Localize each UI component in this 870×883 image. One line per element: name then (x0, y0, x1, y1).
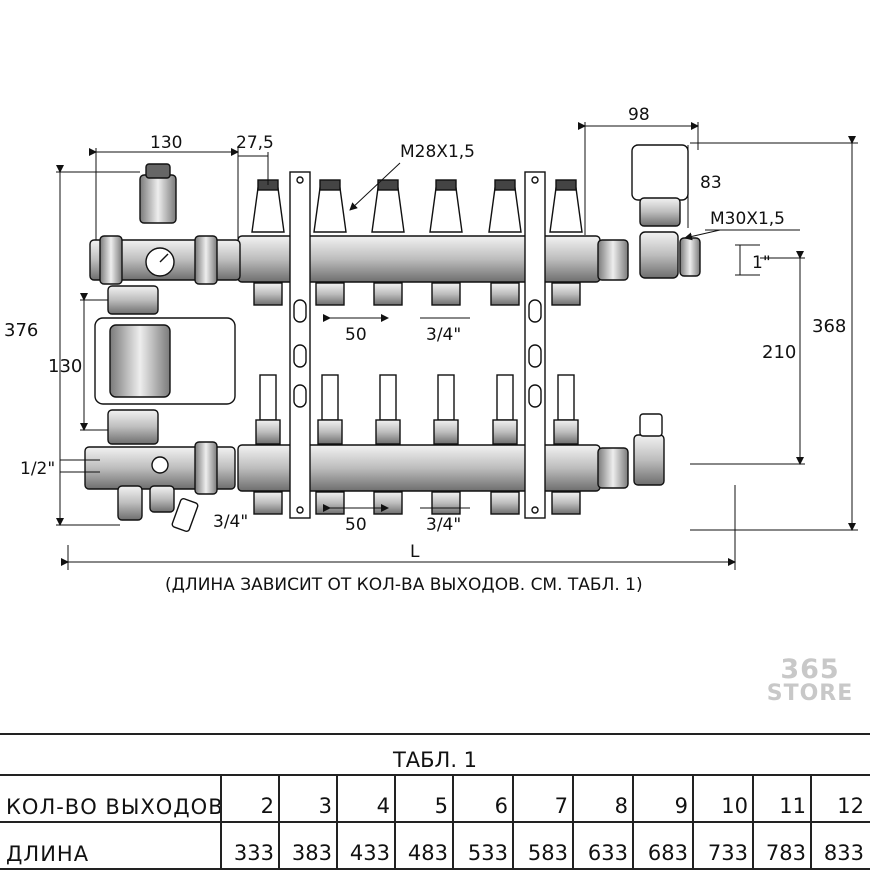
table-cell: 583 (512, 823, 572, 868)
table-title: ТАБЛ. 1 (0, 733, 870, 776)
table-cell: 6 (452, 776, 512, 821)
table-cell: 5 (394, 776, 452, 821)
table-cell: 4 (336, 776, 394, 821)
table-cell: 2 (220, 776, 278, 821)
watermark-word: STORE (766, 681, 854, 706)
dim-m28: M28X1,5 (400, 142, 475, 162)
dim-l: L (410, 542, 420, 562)
dim-376: 376 (4, 320, 38, 341)
table-cell: 783 (752, 823, 810, 868)
dim-50-bottom: 50 (345, 515, 367, 535)
right-bracket (524, 171, 546, 519)
table-cell: 833 (810, 823, 868, 868)
table-cell: 333 (220, 823, 278, 868)
upper-valves (251, 179, 583, 306)
table-cell: 383 (278, 823, 336, 868)
dim-1-2-inch: 1/2" (20, 459, 55, 479)
dim-83: 83 (700, 173, 722, 193)
table-cell: 433 (336, 823, 394, 868)
length-table: ТАБЛ. 1 КОЛ-ВО ВЫХОДОВ 2 3 4 5 6 7 8 9 1… (0, 733, 870, 870)
dim-3-4-top: 3/4" (426, 325, 461, 345)
dim-130-left: 130 (48, 356, 82, 377)
length-label: ДЛИНА (6, 842, 90, 866)
table-cell: 7 (512, 776, 572, 821)
table-cell: 11 (752, 776, 810, 821)
manifold-assembly (84, 144, 701, 533)
drawing-caption: (ДЛИНА ЗАВИСИТ ОТ КОЛ-ВА ВЫХОДОВ. СМ. ТА… (165, 575, 643, 595)
dim-3-4-drain: 3/4" (213, 512, 248, 532)
watermark-number: 365 (780, 654, 840, 685)
thermo-valve (597, 144, 701, 489)
table-cell: 483 (394, 823, 452, 868)
outlets-label: КОЛ-ВО ВЫХОДОВ (6, 795, 224, 819)
left-bracket (289, 171, 311, 519)
table-cell: 8 (572, 776, 632, 821)
dimension-lines (56, 122, 858, 570)
table-cell: 10 (692, 776, 752, 821)
dim-3-4-bottom: 3/4" (426, 515, 461, 535)
dim-m30: M30X1,5 (710, 209, 785, 229)
table-cell: 9 (632, 776, 692, 821)
table-cell: 683 (632, 823, 692, 868)
dim-50-top: 50 (345, 325, 367, 345)
table-row-length: ДЛИНА 333 383 433 483 533 583 633 683 73… (0, 823, 870, 870)
flowmeters (253, 374, 581, 515)
table-cell: 533 (452, 823, 512, 868)
table-row-outlets: КОЛ-ВО ВЫХОДОВ 2 3 4 5 6 7 8 9 10 11 12 (0, 776, 870, 823)
table-cell: 12 (810, 776, 868, 821)
dim-368: 368 (812, 316, 846, 337)
dim-1-inch: 1" (752, 253, 771, 273)
dim-27-5: 27,5 (236, 133, 274, 153)
dim-98: 98 (628, 105, 650, 125)
table-cell: 733 (692, 823, 752, 868)
dim-130-top: 130 (150, 133, 182, 153)
manifold-drawing: 130 27,5 M28X1,5 98 83 M30X1,5 1" 368 21… (4, 105, 858, 595)
table-cell: 3 (278, 776, 336, 821)
table-cell: 633 (572, 823, 632, 868)
dim-210: 210 (762, 342, 796, 363)
store-watermark: 365 STORE (760, 656, 860, 705)
pump-group (84, 163, 241, 533)
